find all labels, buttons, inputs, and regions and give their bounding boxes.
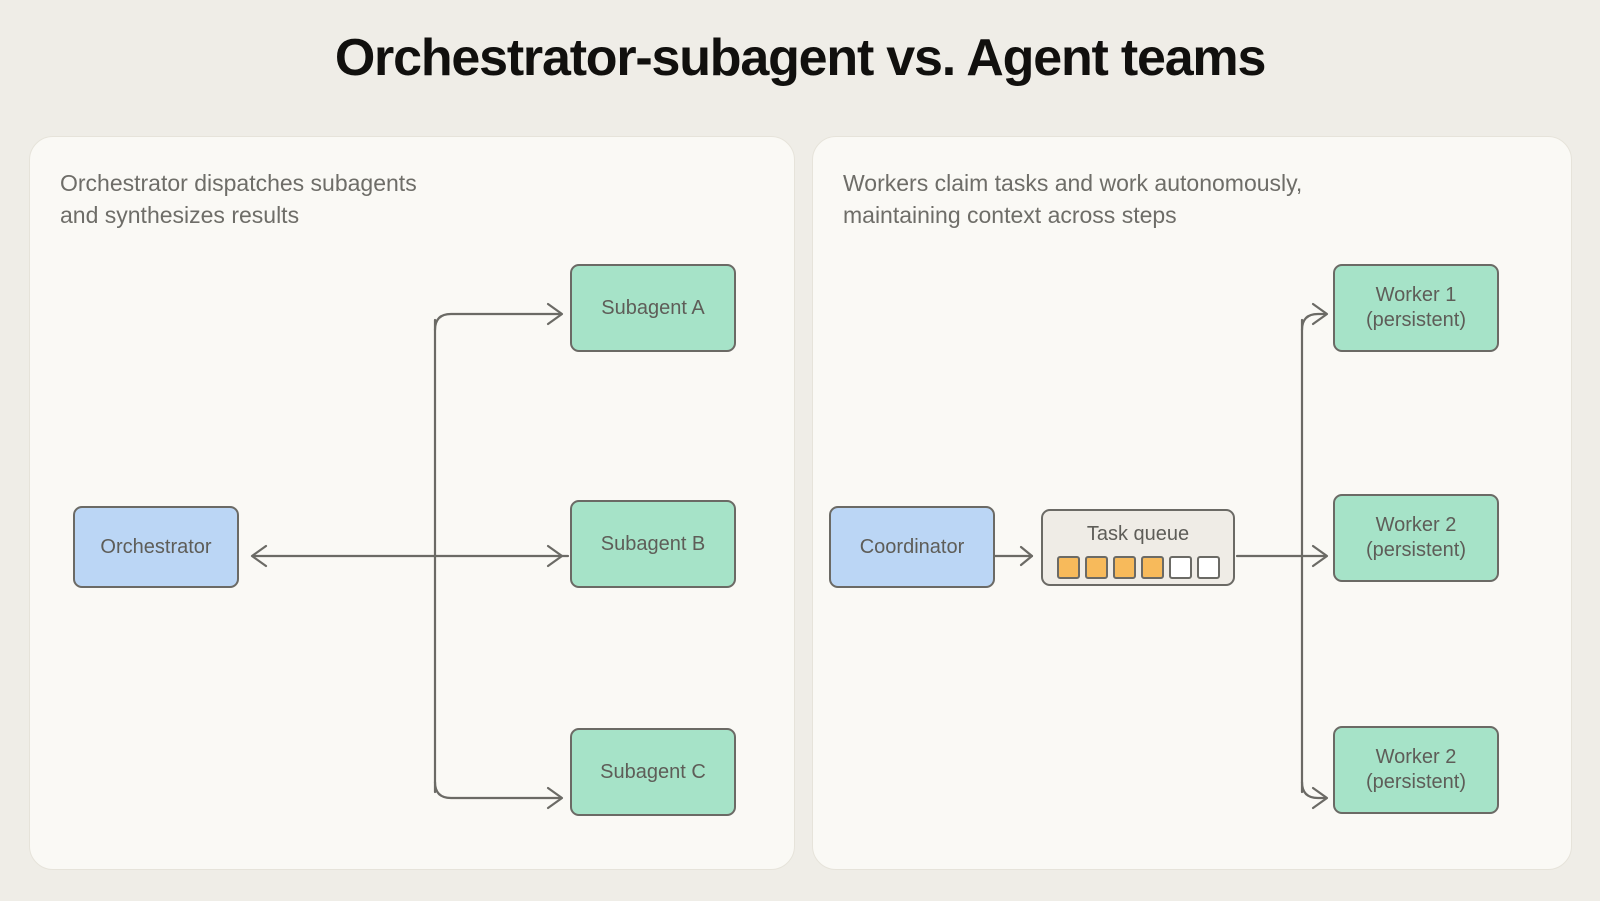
task-queue-slots — [1056, 556, 1220, 579]
node-orchestrator[interactable]: Orchestrator — [73, 506, 239, 588]
node-subagent-c-label: Subagent C — [600, 760, 706, 783]
node-orchestrator-label: Orchestrator — [100, 535, 212, 558]
node-coordinator[interactable]: Coordinator — [829, 506, 995, 588]
task-queue-label: Task queue — [1086, 523, 1190, 545]
node-subagent-c[interactable]: Subagent C — [570, 728, 736, 816]
node-coordinator-label: Coordinator — [859, 535, 965, 558]
task-queue-slot — [1140, 556, 1164, 579]
node-task-queue[interactable]: Task queue — [1041, 509, 1235, 586]
node-subagent-a-label: Subagent A — [601, 296, 705, 319]
panel-right-subtitle: Workers claim tasks and work autonomousl… — [843, 170, 1303, 228]
node-worker-2[interactable]: Worker 2 (persistent) — [1333, 494, 1499, 582]
task-queue-slot — [1084, 556, 1108, 579]
page-title: Orchestrator-subagent vs. Agent teams — [334, 29, 1267, 87]
node-subagent-b-label: Subagent B — [600, 532, 706, 555]
task-queue-slot — [1056, 556, 1080, 579]
node-subagent-a[interactable]: Subagent A — [570, 264, 736, 352]
panel-left-subtitle: Orchestrator dispatches subagents and sy… — [60, 170, 417, 228]
node-subagent-b[interactable]: Subagent B — [570, 500, 736, 588]
task-queue-slot — [1168, 556, 1192, 579]
node-worker-1[interactable]: Worker 1 (persistent) — [1333, 264, 1499, 352]
node-worker-3[interactable]: Worker 2 (persistent) — [1333, 726, 1499, 814]
task-queue-slot — [1196, 556, 1220, 579]
node-worker-1-label: Worker 1 (persistent) — [1365, 284, 1467, 331]
node-worker-3-label: Worker 2 (persistent) — [1365, 746, 1467, 793]
task-queue-slot — [1112, 556, 1136, 579]
node-worker-2-label: Worker 2 (persistent) — [1365, 514, 1467, 561]
